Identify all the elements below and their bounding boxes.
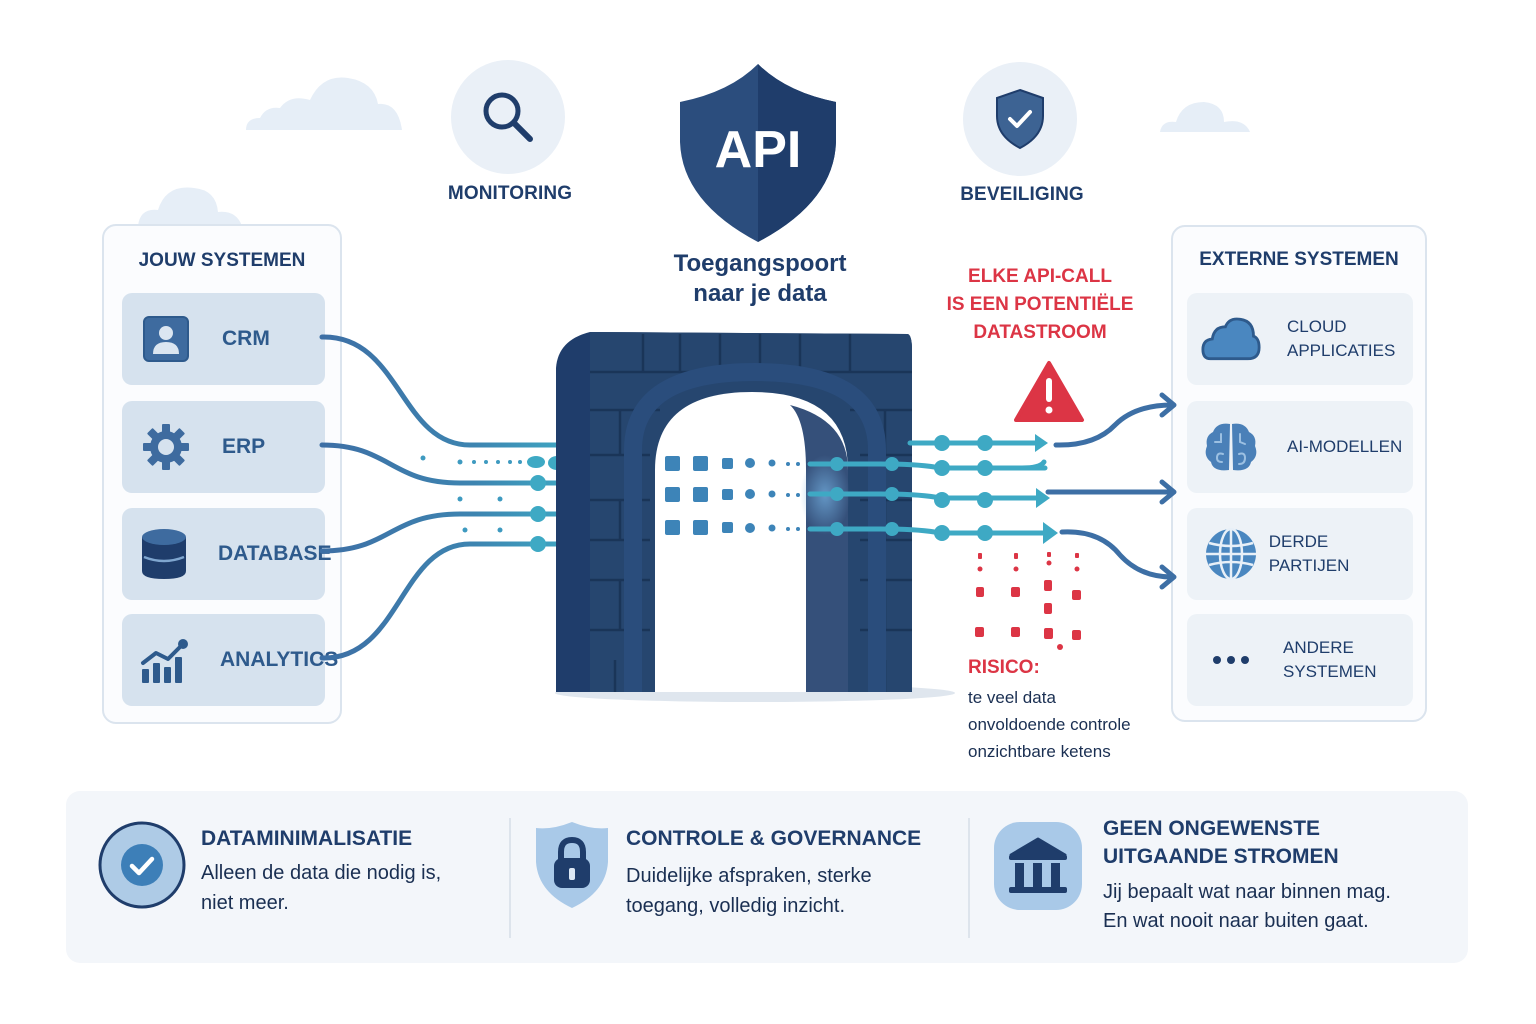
- magnifier-icon: [483, 92, 533, 142]
- feature-text: Jij bepaalt wat naar binnen mag.: [1103, 881, 1391, 903]
- shield-lock-icon: [536, 822, 608, 908]
- brain-icon: [1201, 421, 1261, 473]
- warning-text: ELKE API-CALL IS EEN POTENTIËLE DATASTRO…: [946, 266, 1134, 343]
- warning-triangle-icon: [1014, 361, 1084, 422]
- system-card-analytics[interactable]: ANALYTICS: [122, 614, 338, 706]
- ellipsis-icon: [1201, 634, 1261, 686]
- incoming-particles: [420, 455, 522, 533]
- system-card-database[interactable]: DATABASE: [122, 508, 332, 600]
- feature-title: CONTROLE & GOVERNANCE: [626, 827, 922, 850]
- system-label: CRM: [222, 327, 270, 350]
- gate-caption: Toegangspoort naar je data: [600, 249, 920, 309]
- feature-title: GEEN ONGEWENSTE: [1103, 817, 1321, 840]
- gear-icon: [140, 421, 192, 473]
- left-panel-title: JOUW SYSTEMEN: [138, 250, 306, 271]
- monitoring-icon-badge: [451, 60, 565, 174]
- feature-text: Duidelijke afspraken, sterke: [626, 865, 872, 887]
- external-label: ANDERE SYSTEMEN: [1283, 638, 1377, 681]
- system-label: DATABASE: [218, 542, 332, 565]
- risk-item: onvoldoende controle: [968, 715, 1131, 734]
- check-circle-icon: [98, 821, 186, 909]
- security-label: BEVEILIGING: [960, 184, 1084, 205]
- api-shield: API: [676, 62, 840, 244]
- leak-particles: [975, 552, 1081, 650]
- feature-text: toegang, volledig inzicht.: [626, 895, 846, 917]
- monitoring-label: MONITORING: [447, 183, 573, 204]
- feature-text: Alleen de data die nodig is,: [201, 862, 442, 884]
- database-icon: [140, 528, 188, 580]
- data-packets: [665, 456, 800, 535]
- globe-icon: [1201, 527, 1261, 581]
- divider: [968, 818, 970, 938]
- left-panel: JOUW SYSTEMEN CRM: [102, 224, 342, 724]
- user-icon: [140, 313, 192, 365]
- flow-line-erp: [319, 442, 578, 486]
- security-icon-badge: [963, 62, 1077, 176]
- feature-title: DATAMINIMALISATIE: [201, 827, 413, 850]
- external-label: AI-MODELLEN: [1287, 437, 1403, 456]
- cloud-decoration: [1160, 102, 1250, 132]
- external-card-third-parties[interactable]: DERDE PARTIJEN: [1187, 508, 1413, 600]
- external-label: DERDE PARTIJEN: [1268, 532, 1350, 575]
- feature-title: UITGAANDE STROMEN: [1103, 845, 1339, 868]
- risk-item: te veel data: [968, 688, 1056, 707]
- external-card-cloud[interactable]: CLOUD APPLICATIES: [1187, 293, 1413, 385]
- feature-text: En wat nooit naar buiten gaat.: [1103, 910, 1369, 932]
- system-card-crm[interactable]: CRM: [122, 293, 325, 385]
- external-label: CLOUD APPLICATIES: [1287, 317, 1396, 360]
- flow-line-analytics: [319, 541, 578, 661]
- incoming-flow-lines: [319, 334, 578, 661]
- system-label: ERP: [222, 435, 266, 458]
- right-panel-title: EXTERNE SYSTEMEN: [1199, 249, 1399, 270]
- cloud-icon: [1201, 313, 1261, 365]
- chart-icon: [140, 634, 190, 686]
- api-shield-text: API: [714, 121, 802, 179]
- external-card-ai[interactable]: AI-MODELLEN: [1187, 401, 1413, 493]
- cloud-decoration: [138, 187, 242, 226]
- api-gate: [556, 332, 912, 692]
- system-label: ANALYTICS: [220, 648, 339, 671]
- shield-check-icon: [996, 88, 1044, 150]
- cloud-decoration: [246, 77, 402, 130]
- gate-caption-line2: naar je data: [693, 280, 827, 307]
- routed-arrows: [1045, 392, 1177, 590]
- divider: [509, 818, 511, 938]
- risk-title: RISICO:: [968, 657, 1040, 678]
- feature-text: niet meer.: [201, 892, 289, 914]
- risk-item: onzichtbare ketens: [968, 742, 1111, 761]
- flow-line-database: [319, 511, 578, 554]
- system-card-erp[interactable]: ERP: [122, 401, 325, 493]
- shield-icon: [680, 64, 836, 242]
- flow-diagram: [319, 332, 1177, 702]
- institution-icon: [994, 822, 1082, 910]
- flow-line-crm: [319, 334, 578, 448]
- external-card-other[interactable]: ANDERE SYSTEMEN: [1187, 614, 1413, 706]
- features-band: [66, 791, 1468, 963]
- outgoing-flow-nodes: [830, 434, 1058, 544]
- right-panel: EXTERNE SYSTEMEN CLOUD APPLICATIES: [1171, 225, 1427, 722]
- gate-caption-line1: Toegangspoort: [673, 250, 847, 277]
